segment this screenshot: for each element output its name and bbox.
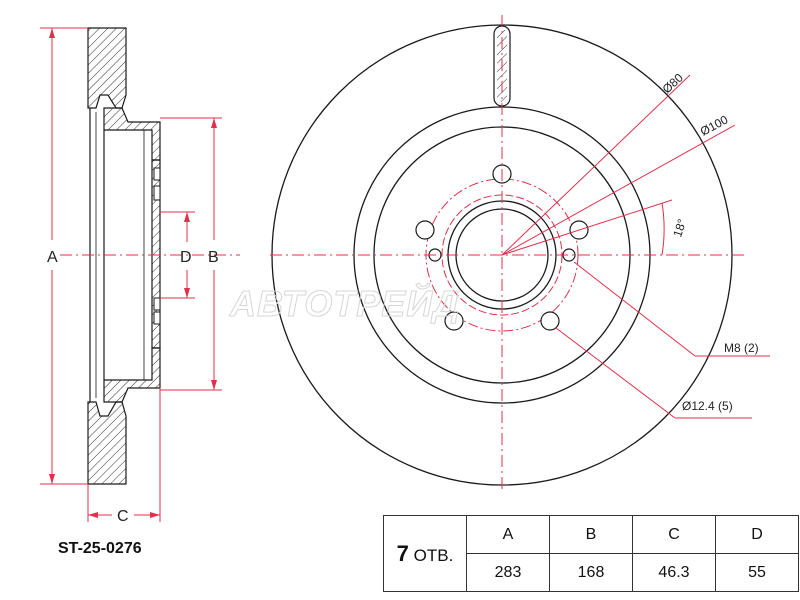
table-value-b: 168: [549, 553, 633, 592]
bolt-hole: [415, 220, 435, 240]
label-d12: Ø12.4 (5): [682, 399, 733, 413]
table-header-c: C: [632, 515, 716, 554]
part-number: ST-25-0276: [58, 540, 142, 557]
label-angle: 18°: [670, 217, 689, 239]
hat-lower: [103, 347, 161, 403]
holes-unit: ОТВ.: [413, 545, 454, 565]
table-value-c: 46.3: [632, 553, 716, 592]
spec-table: 7 ОТВ. A B C D 283 168 46.3 55: [383, 515, 799, 592]
holes-count: 7: [396, 540, 409, 566]
watermark: АВТОТРЕЙД: [229, 282, 460, 324]
table-header-d: D: [715, 515, 799, 554]
label-d: D: [180, 249, 192, 266]
dimension-a: [40, 27, 88, 485]
bolt-hole: [444, 311, 464, 331]
table-value-d: 55: [715, 553, 799, 592]
bolt-hole: [540, 311, 560, 331]
label-b: B: [208, 249, 219, 266]
holes-count-cell: 7 ОТВ.: [383, 515, 467, 592]
lower-friction-ring: [87, 401, 127, 485]
hub-face: [151, 159, 161, 349]
upper-friction-ring: [87, 27, 127, 109]
label-m8: M8 (2): [724, 341, 759, 355]
side-section-view: A B D C: [40, 27, 240, 525]
label-d100: Ø100: [698, 112, 731, 138]
label-a: A: [47, 249, 58, 266]
table-value-a: 283: [466, 553, 550, 592]
front-view: Ø80 Ø100 18° M8 (2) Ø12.4 (5): [270, 15, 770, 490]
table-header-a: A: [466, 515, 550, 554]
label-c: C: [117, 508, 129, 525]
label-d80: Ø80: [660, 70, 686, 96]
dimension-c: [87, 388, 161, 522]
dimension-b: [160, 117, 222, 391]
hat-upper: [103, 107, 161, 161]
table-header-b: B: [549, 515, 633, 554]
dimension-d: [160, 211, 195, 299]
